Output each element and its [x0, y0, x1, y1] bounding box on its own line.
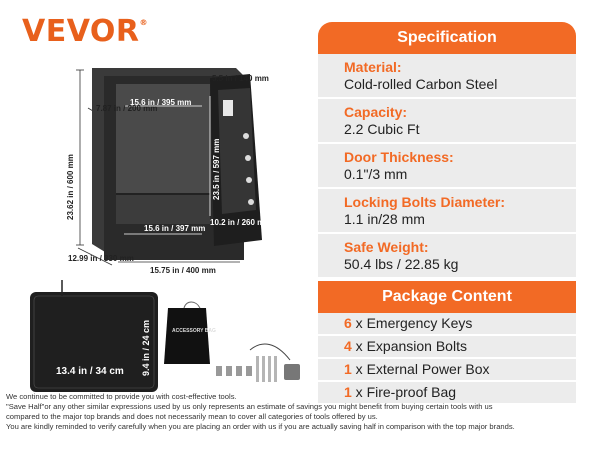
dim-door-depth: 10.2 in / 260 mm — [210, 218, 272, 227]
expansion-bolt — [256, 356, 259, 382]
accessory-pouch — [164, 308, 210, 364]
dim-base-width: 15.75 in / 400 mm — [150, 266, 216, 275]
spec-label: Material: — [344, 59, 402, 75]
spec-title: Specification — [318, 22, 576, 54]
package-text: x Emergency Keys — [351, 315, 473, 331]
power-box — [284, 364, 300, 380]
package-text: x Fire-proof Bag — [351, 384, 457, 400]
spec-value: 1.1 in/28 mm — [344, 211, 425, 227]
package-text: x External Power Box — [351, 361, 490, 377]
package-item: 4 x Expansion Bolts — [318, 336, 576, 359]
spec-row-door-thickness: Door Thickness: 0.1"/3 mm — [318, 144, 576, 189]
dim-bag-height: 9.4 in / 24 cm — [141, 319, 151, 376]
spec-label: Capacity: — [344, 104, 408, 120]
safe-drawing — [30, 68, 300, 392]
spec-value: 50.4 lbs / 22.85 kg — [344, 256, 459, 272]
package-qty: 1 — [344, 361, 352, 377]
package-qty: 6 — [344, 315, 352, 331]
brand-mark: ® — [139, 18, 149, 27]
spec-label: Safe Weight: — [344, 239, 429, 255]
disclaimer-line: You are kindly reminded to verify carefu… — [6, 422, 515, 431]
key — [216, 366, 222, 376]
safe-shelf — [116, 194, 210, 224]
disclaimer: We continue to be committed to provide y… — [6, 392, 600, 432]
dim-bag-width: 13.4 in / 34 cm — [56, 366, 124, 377]
product-illustration: 7.87 in / 200 mm 5.5 in / 140 mm 15.6 in… — [0, 60, 318, 450]
spec-label: Locking Bolts Diameter: — [344, 194, 506, 210]
fireproof-bag — [30, 292, 158, 392]
dim-inner-width-bottom: 15.6 in / 397 mm — [144, 224, 206, 233]
package-item: 1 x External Power Box — [318, 359, 576, 382]
dim-height-outer: 23.62 in / 600 mm — [66, 154, 75, 220]
spec-value: Cold-rolled Carbon Steel — [344, 76, 498, 92]
package-text: x Expansion Bolts — [351, 338, 467, 354]
dim-base-depth: 12.99 in / 330 mm — [68, 254, 134, 263]
package-qty: 1 — [344, 384, 352, 400]
disclaimer-line: compared to the major top brands and doe… — [6, 412, 378, 421]
base-depth-line — [77, 247, 113, 266]
spec-row-bolts-diameter: Locking Bolts Diameter: 1.1 in/28 mm — [318, 189, 576, 234]
brand-logo: VEVOR® — [22, 14, 148, 49]
disclaimer-line: "Save Half"or any other similar expressi… — [6, 402, 493, 411]
dim-inner-top: 5.5 in / 140 mm — [212, 74, 269, 83]
dim-inner-height: 23.5 in / 597 mm — [212, 138, 221, 200]
package-item: 1 x Fire-proof Bag — [318, 382, 576, 405]
pouch-label: ACCESSORY BAG — [172, 328, 216, 334]
dim-inner-width-top: 15.6 in / 395 mm — [130, 98, 192, 107]
spec-panel: Specification Material: Cold-rolled Carb… — [318, 22, 576, 405]
door-panel — [218, 88, 256, 214]
spec-value: 0.1"/3 mm — [344, 166, 408, 182]
dim-depth-side: 7.87 in / 200 mm — [96, 104, 158, 113]
package-item: 6 x Emergency Keys — [318, 313, 576, 336]
brand-name: VEVOR — [22, 14, 140, 49]
package-qty: 4 — [344, 338, 352, 354]
spec-value: 2.2 Cubic Ft — [344, 121, 420, 137]
door-keypad — [223, 100, 233, 116]
spec-row-weight: Safe Weight: 50.4 lbs / 22.85 kg — [318, 234, 576, 279]
disclaimer-line: We continue to be committed to provide y… — [6, 392, 237, 401]
spec-row-capacity: Capacity: 2.2 Cubic Ft — [318, 99, 576, 144]
spec-row-material: Material: Cold-rolled Carbon Steel — [318, 54, 576, 99]
package-title: Package Content — [318, 281, 576, 313]
spec-label: Door Thickness: — [344, 149, 454, 165]
